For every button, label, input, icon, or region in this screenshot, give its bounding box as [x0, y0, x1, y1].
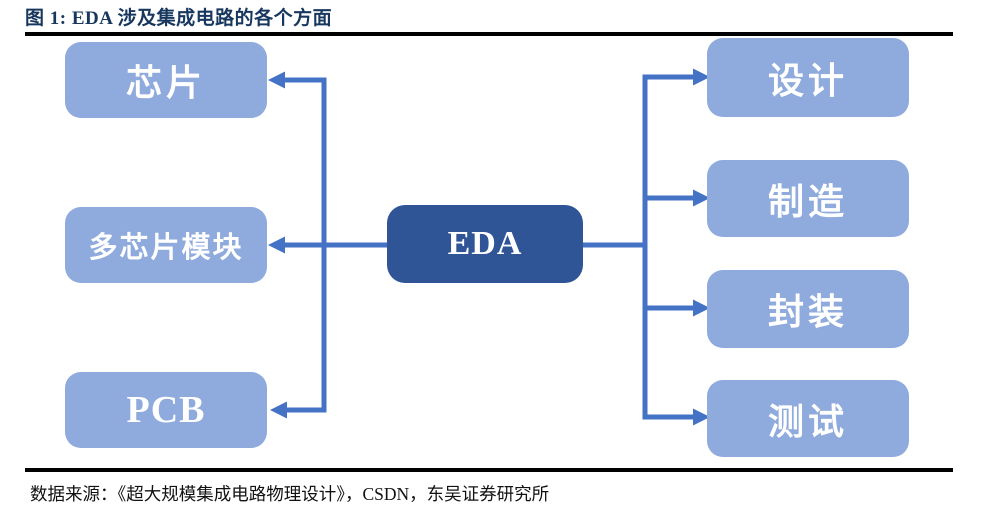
figure-title: 图 1: EDA 涉及集成电路的各个方面 — [25, 8, 333, 29]
top-divider — [25, 32, 953, 36]
node-pcb-label: PCB — [126, 389, 206, 431]
data-source-note: 数据来源：《超大规模集成电路物理设计》，CSDN，东吴证券研究所 — [30, 484, 550, 504]
node-chip: 芯片 — [65, 42, 267, 118]
arrowhead-to-mfg — [693, 189, 710, 207]
arrowhead-to-chip — [268, 71, 285, 89]
arrowhead-to-test — [693, 408, 710, 426]
node-packaging-label: 封装 — [767, 292, 848, 332]
node-testing-label: 测试 — [767, 401, 848, 442]
node-design-label: 设计 — [767, 60, 848, 101]
bottom-divider — [25, 468, 953, 472]
node-manufacturing: 制造 — [707, 160, 909, 237]
arrowhead-to-mcm — [268, 236, 285, 254]
node-eda-center: EDA — [387, 205, 583, 283]
arrowhead-to-design — [693, 68, 710, 86]
node-manufacturing-label: 制造 — [767, 181, 848, 222]
node-packaging: 封装 — [707, 270, 909, 348]
right-bracket-line — [642, 74, 694, 420]
arrowhead-to-pkg — [693, 299, 710, 317]
arrowhead-to-pcb — [270, 401, 287, 419]
node-eda-label: EDA — [447, 225, 523, 262]
node-multichip-module: 多芯片模块 — [65, 207, 267, 283]
node-pcb: PCB — [65, 372, 267, 448]
node-chip-label: 芯片 — [125, 63, 206, 103]
node-design: 设计 — [707, 38, 909, 117]
node-multichip-module-label: 多芯片模块 — [88, 232, 244, 264]
node-testing: 测试 — [707, 380, 909, 457]
